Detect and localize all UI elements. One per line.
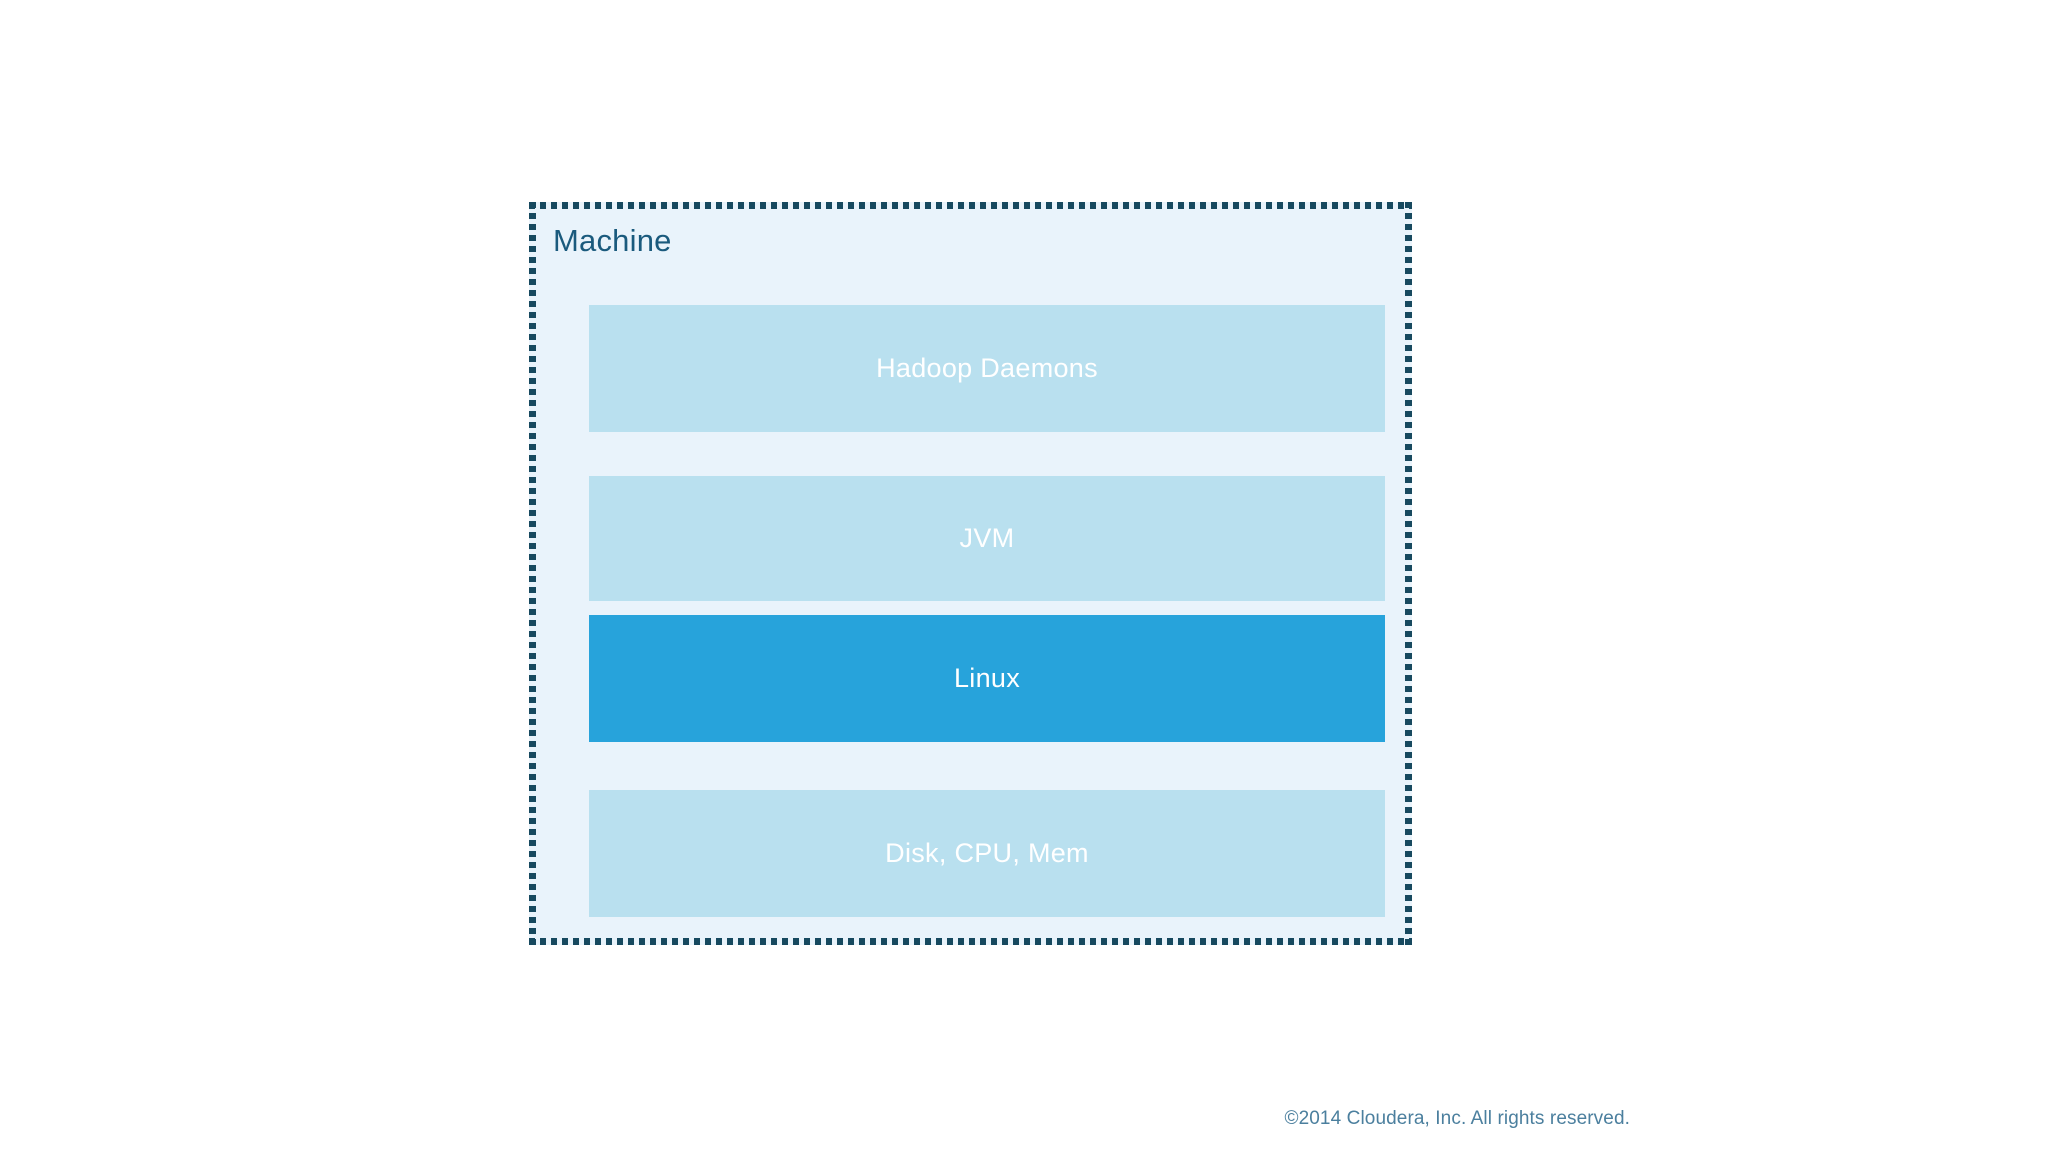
layer-hardware-label: Disk, CPU, Mem — [885, 838, 1089, 868]
layer-hardware[interactable]: Disk, CPU, Mem — [589, 790, 1385, 917]
container-border-bottom — [529, 938, 1412, 945]
layer-linux-label: Linux — [953, 663, 1021, 693]
layer-hadoop-daemons[interactable]: Hadoop Daemons — [589, 305, 1385, 432]
container-border-left — [529, 202, 536, 945]
container-border-top — [529, 202, 1412, 209]
layer-jvm-label: JVM — [959, 523, 1015, 553]
footer-copyright: ©2014 Cloudera, Inc. All rights reserved… — [1284, 1108, 1630, 1129]
layer-linux[interactable]: Linux — [589, 615, 1385, 742]
layer-hadoop-daemons-label: Hadoop Daemons — [876, 353, 1098, 383]
layer-jvm[interactable]: JVM — [589, 476, 1385, 601]
container-border-right — [1405, 202, 1412, 945]
machine-title: Machine — [553, 223, 672, 258]
machine-container: Machine Hadoop Daemons JVM Linux Disk, C… — [529, 202, 1412, 945]
